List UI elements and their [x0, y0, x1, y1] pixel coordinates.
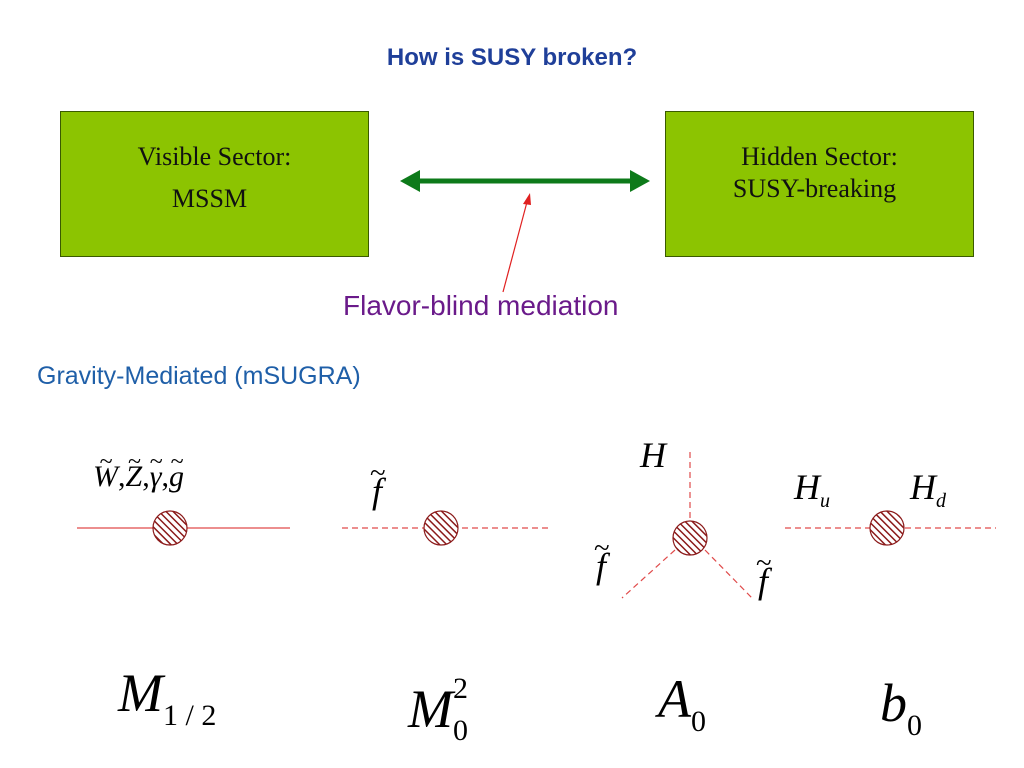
gaugino-propagator	[77, 510, 290, 546]
sfermion-symbol: f	[372, 470, 382, 512]
trilinear-insertion	[672, 520, 708, 556]
gaugino-mass-parameter: M1 / 2	[118, 662, 216, 732]
photino-symbol: γ	[150, 460, 162, 494]
trilinear-higgs-label: H	[640, 435, 666, 475]
gaugino-mass-insertion	[152, 510, 188, 546]
gravity-mediated-label: Gravity-Mediated (mSUGRA)	[37, 362, 361, 390]
zino-symbol: Z	[126, 460, 143, 494]
bilinear-symbol: b	[880, 673, 907, 733]
gaugino-mass-subscript: 1 / 2	[162, 699, 217, 732]
slide-title: How is SUSY broken?	[386, 44, 638, 71]
gaugino-mass-symbol: M	[118, 663, 163, 723]
gaugino-label: W,Z,γ,g	[93, 460, 184, 494]
higgs-down-subscript: d	[936, 490, 946, 513]
trilinear-parameter: A0	[658, 668, 706, 738]
mediation-double-arrow	[400, 170, 650, 192]
bilinear-parameter: b0	[880, 672, 922, 742]
scalar-mass-scripts: 2 0	[453, 672, 475, 747]
higgs-up-symbol: H	[794, 467, 820, 507]
right-sfermion-symbol: f	[758, 560, 768, 602]
visible-sector-mssm: MSSM	[171, 184, 248, 213]
trilinear-left-sfermion-label: f	[596, 545, 606, 587]
bilinear-subscript: 0	[907, 709, 922, 742]
mediation-pointer-arrow	[502, 193, 531, 293]
wino-symbol: W	[93, 460, 118, 494]
hidden-sector-subtitle: SUSY-breaking	[732, 174, 897, 203]
trilinear-symbol: A	[658, 669, 691, 729]
higgs-down-label: Hd	[910, 466, 946, 513]
trilinear-right-sfermion-label: f	[758, 560, 768, 602]
higgs-propagator	[785, 510, 996, 546]
bilinear-insertion	[869, 510, 905, 546]
hidden-sector-title: Hidden Sector:	[741, 142, 898, 171]
left-sfermion-symbol: f	[596, 545, 606, 587]
hidden-sector-box: Hidden Sector: SUSY-breaking	[665, 111, 974, 257]
mediation-label: Flavor-blind mediation	[343, 290, 619, 321]
scalar-mass-subscript: 0	[452, 714, 468, 747]
scalar-mass-symbol: M	[408, 679, 453, 739]
visible-sector-title: Visible Sector:	[137, 142, 292, 171]
scalar-mass-insertion	[423, 510, 459, 546]
scalar-mass-superscript: 2	[452, 672, 468, 705]
scalar-mass-parameter: M 2 0	[408, 672, 475, 747]
higgs-up-label: Hu	[794, 466, 830, 513]
trilinear-vertex	[621, 452, 753, 599]
scalar-propagator	[342, 510, 552, 546]
trilinear-subscript: 0	[691, 705, 706, 738]
visible-sector-box: Visible Sector: MSSM	[60, 111, 369, 257]
sfermion-label: f	[372, 470, 382, 512]
higgs-down-symbol: H	[910, 467, 936, 507]
higgs-up-subscript: u	[820, 490, 830, 513]
gluino-symbol: g	[169, 460, 184, 494]
